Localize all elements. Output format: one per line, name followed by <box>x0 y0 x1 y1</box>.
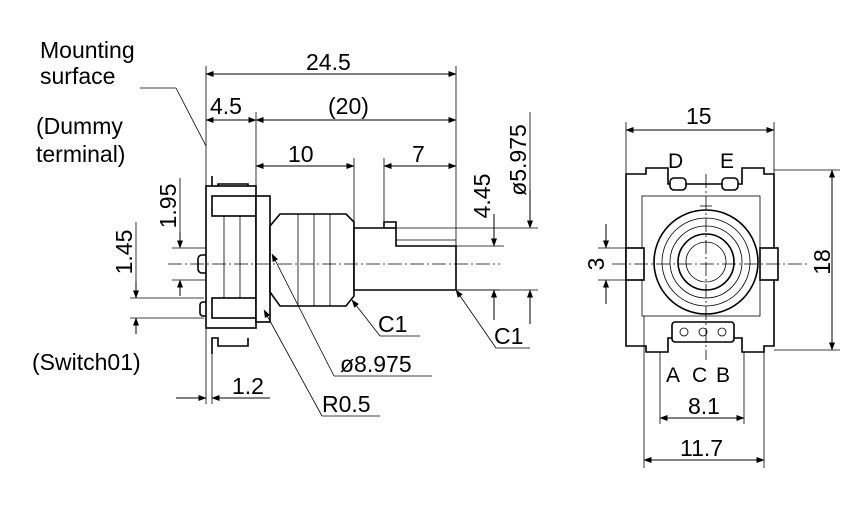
terminal-label-e: E <box>720 150 734 173</box>
dim-chamfer-1: C1 <box>378 311 407 337</box>
dim-base-width: 11.7 <box>680 435 723 461</box>
housing <box>205 185 271 329</box>
front-view: 15 18 3 8.1 11.7 D E A C B <box>583 103 840 468</box>
dummy-terminal-label-1: (Dummy <box>36 113 123 139</box>
dim-total-length: 24.5 <box>306 49 351 75</box>
mounting-surface-label-1: Mounting <box>40 37 135 63</box>
dim-shaft-diameter: ø5.975 <box>505 124 531 196</box>
dim-mount-offset: 4.5 <box>210 93 242 119</box>
dim-flat-height: 4.45 <box>469 174 495 219</box>
switch-label: (Switch01) <box>32 349 141 375</box>
terminal-label-d: D <box>668 150 683 173</box>
dim-flat: 7 <box>412 141 425 167</box>
bushing <box>269 213 355 307</box>
dim-shaft-length: (20) <box>328 93 369 119</box>
mounting-leader <box>175 87 207 147</box>
dim-bushing-diameter: ø8.975 <box>340 351 412 377</box>
dim-front-width: 15 <box>686 103 712 129</box>
dim-front-offset: 3 <box>583 258 609 271</box>
dim-radius: R0.5 <box>322 391 371 417</box>
mounting-surface-label-2: surface <box>40 63 115 89</box>
dim-pin-width: 1.2 <box>232 373 264 399</box>
shaft <box>353 221 457 291</box>
dim-pin-pitch-lower: 1.45 <box>111 230 137 275</box>
side-view: Mounting surface (Dummy terminal) (Switc… <box>32 37 538 417</box>
dim-chamfer-2: C1 <box>494 323 523 349</box>
dummy-terminal-label-2: terminal) <box>36 141 125 167</box>
terminal-label-b: B <box>716 364 730 387</box>
terminal-label-a: A <box>666 364 680 387</box>
dim-bushing: 10 <box>288 141 314 167</box>
dim-terminal-pitch: 8.1 <box>688 393 720 419</box>
dim-pin-pitch-upper: 1.95 <box>155 184 181 229</box>
terminal-label-c: C <box>692 364 707 387</box>
dim-front-height: 18 <box>809 249 835 275</box>
